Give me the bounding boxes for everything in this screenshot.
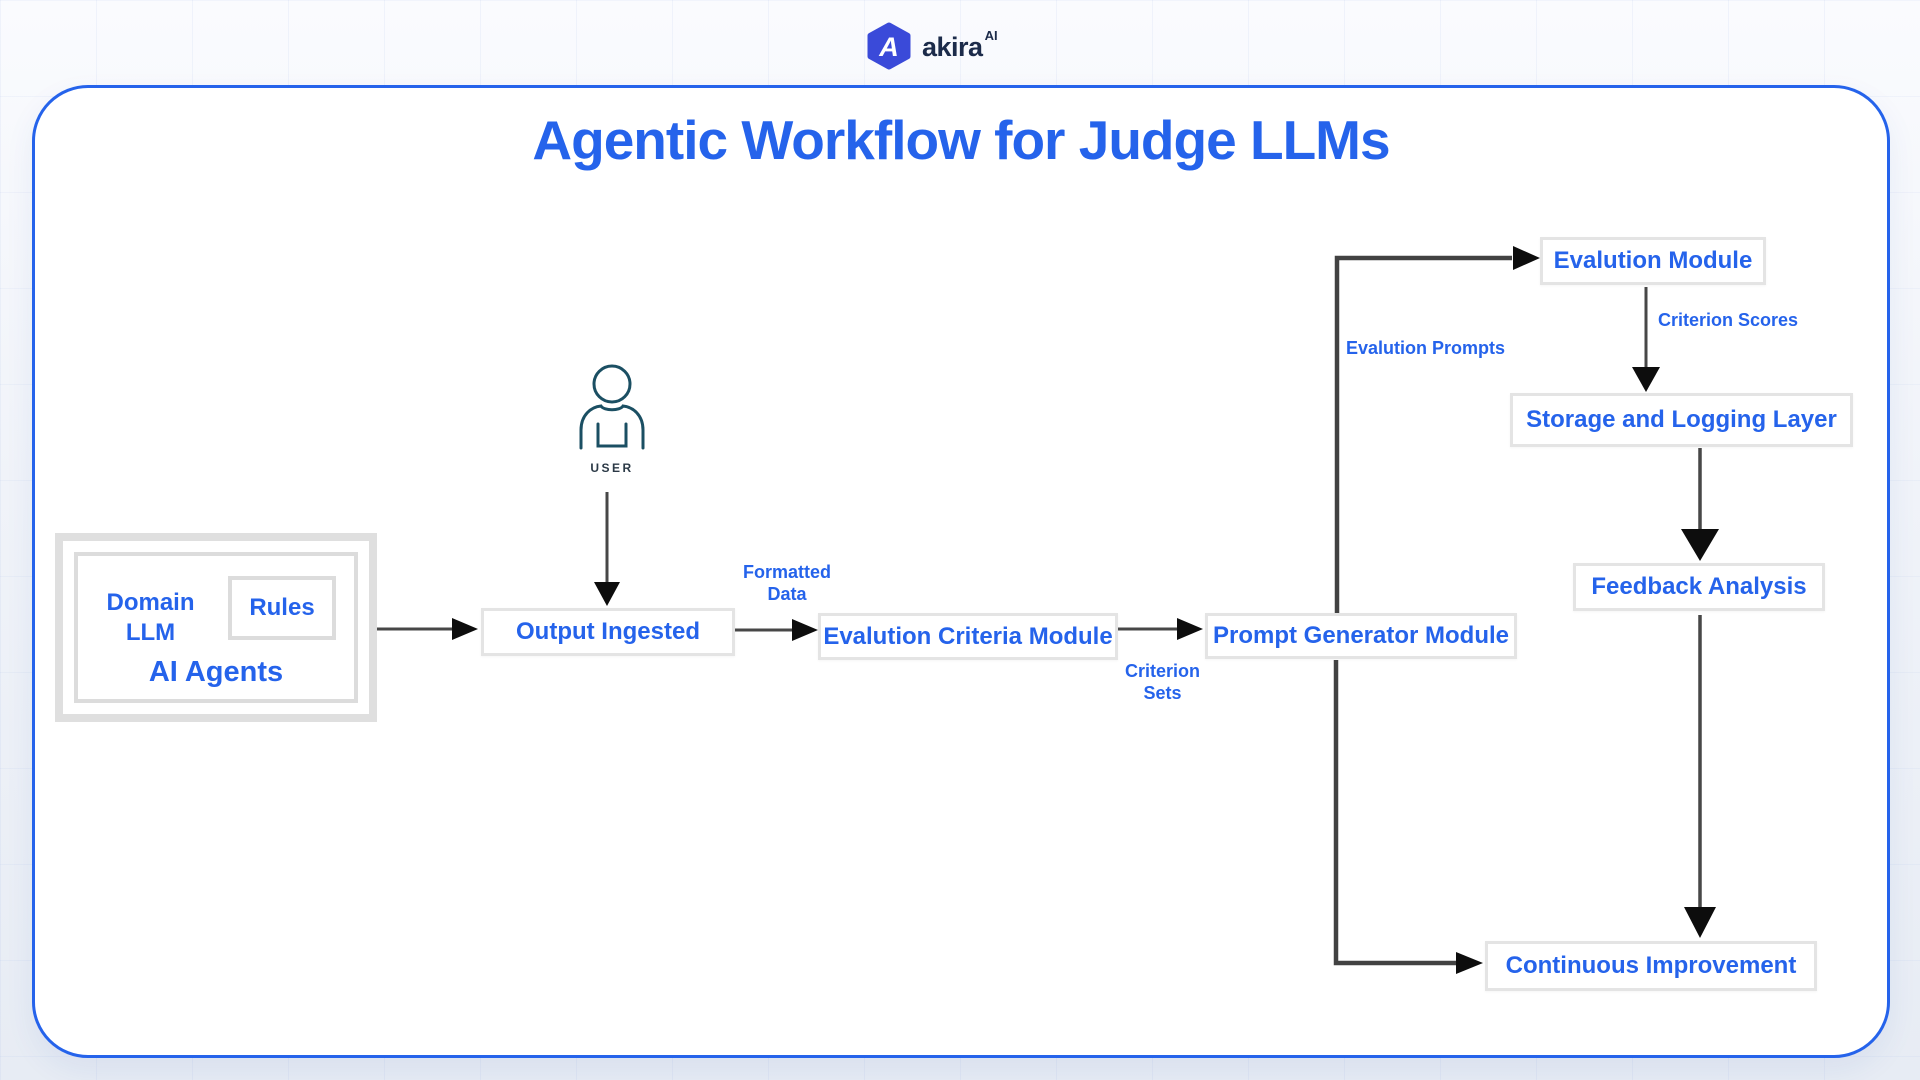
edge-label-criterion-scores: Criterion Scores — [1658, 310, 1799, 330]
user-actor: USER — [571, 362, 653, 475]
hexagon-a-logo-icon: A — [867, 22, 911, 70]
ai-agents-inner-box: Domain LLM Rules AI Agents — [74, 552, 358, 703]
node-output-ingested: Output Ingested — [481, 608, 735, 656]
edge-label-formatted-data: Formatted Data — [742, 562, 831, 604]
ai-agents-caption: AI Agents — [148, 656, 284, 688]
node-feedback-analysis: Feedback Analysis — [1573, 563, 1825, 611]
edge-label-evalution-prompts: Evalution Prompts — [1346, 338, 1506, 358]
domain-llm-label: Domain LLM — [106, 589, 195, 646]
user-icon — [579, 364, 645, 450]
node-continuous-improvement: Continuous Improvement — [1485, 941, 1817, 991]
edge-label-criterion-sets: Criterion Sets — [1124, 661, 1200, 703]
node-prompt-generator-module: Prompt Generator Module — [1205, 613, 1517, 659]
ai-agents-group-box: Domain LLM Rules AI Agents — [55, 533, 377, 722]
node-evalution-module: Evalution Module — [1540, 237, 1766, 285]
brand-name: akira — [922, 32, 983, 62]
node-evalution-criteria-module: Evalution Criteria Module — [818, 613, 1118, 660]
user-label: USER — [590, 461, 634, 475]
diagram-title: Agentic Workflow for Judge LLMs — [532, 109, 1390, 171]
brand-superscript: AI — [984, 28, 998, 43]
rules-box: Rules — [228, 576, 336, 640]
brand-logo: A akira AI — [866, 22, 998, 70]
node-storage-and-logging-layer: Storage and Logging Layer — [1510, 393, 1853, 447]
svg-text:A: A — [878, 32, 899, 62]
